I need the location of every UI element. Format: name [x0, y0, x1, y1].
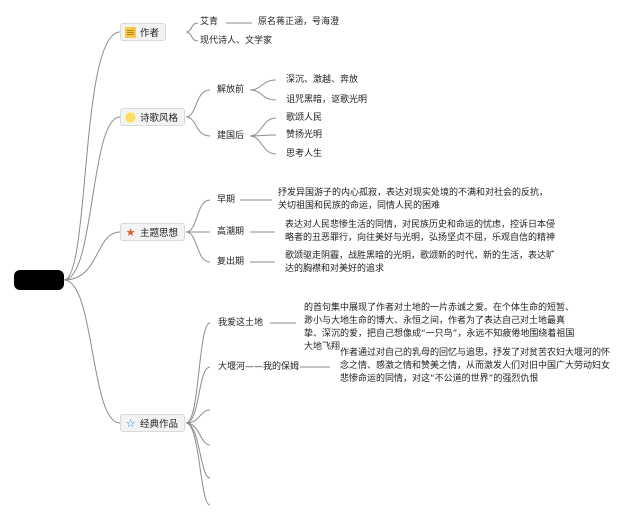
- work-title[interactable]: 大堰河——我的保姆: [218, 362, 300, 372]
- style-post-item[interactable]: 歌颂人民: [286, 113, 323, 123]
- category-theme-label: 主题思想: [140, 228, 179, 239]
- category-style[interactable]: 诗歌风格: [120, 108, 186, 126]
- category-works-label: 经典作品: [140, 419, 179, 430]
- category-theme[interactable]: ★ 主题思想: [120, 223, 186, 241]
- theme-peak-desc[interactable]: 表达对人民悲惨生活的同情，对民族历史和命运的忧虑，控诉日本侵略者的丑恶罪行，向往…: [285, 220, 556, 243]
- category-works[interactable]: ☆ 经典作品: [120, 414, 186, 432]
- work-desc[interactable]: 的首句集中展现了作者对土地的一片赤诚之爱。在个体生命的短暂、渺小与大地生命的博大…: [304, 303, 575, 352]
- author-original-name[interactable]: 原名蒋正涵，号海澄: [258, 17, 340, 27]
- author-name[interactable]: 艾青: [200, 17, 219, 27]
- star-icon: ★: [125, 225, 136, 239]
- work-title[interactable]: 我爱这土地: [218, 318, 264, 328]
- work-desc[interactable]: 作者通过对自己的乳母的回忆与追思，抒发了对贫苦农妇大堰河的怀念之情、感激之情和赞…: [340, 348, 611, 384]
- star-outline-icon: ☆: [125, 416, 136, 430]
- style-pre-item[interactable]: 深沉、激越、奔放: [286, 75, 359, 85]
- style-post-item[interactable]: 思考人生: [286, 149, 323, 159]
- theme-revival[interactable]: 复出期: [217, 257, 245, 267]
- category-style-label: 诗歌风格: [140, 113, 179, 124]
- style-post-item[interactable]: 赞扬光明: [286, 130, 323, 140]
- style-pre-item[interactable]: 诅咒黑暗，讴歌光明: [286, 95, 368, 105]
- theme-peak[interactable]: 高潮期: [217, 227, 245, 237]
- author-identity[interactable]: 现代诗人、文学家: [200, 36, 273, 46]
- category-author[interactable]: 作者: [120, 23, 167, 41]
- sun-icon: [125, 111, 136, 123]
- style-post-founding[interactable]: 建国后: [217, 131, 245, 141]
- style-pre-liberation[interactable]: 解放前: [217, 85, 245, 95]
- theme-early[interactable]: 早期: [217, 195, 236, 205]
- theme-early-desc[interactable]: 抒发异国游子的内心孤寂，表达对现实处境的不满和对社会的反抗，关切祖国和民族的命运…: [278, 188, 549, 211]
- category-author-label: 作者: [140, 28, 160, 39]
- theme-revival-desc[interactable]: 歌颂驱走阴霾，战胜黑暗的光明，歌颂新的时代，新的生活，表达旷达的胸襟和对美好的追…: [285, 251, 556, 274]
- document-icon: [125, 26, 136, 38]
- root-node[interactable]: [14, 270, 64, 290]
